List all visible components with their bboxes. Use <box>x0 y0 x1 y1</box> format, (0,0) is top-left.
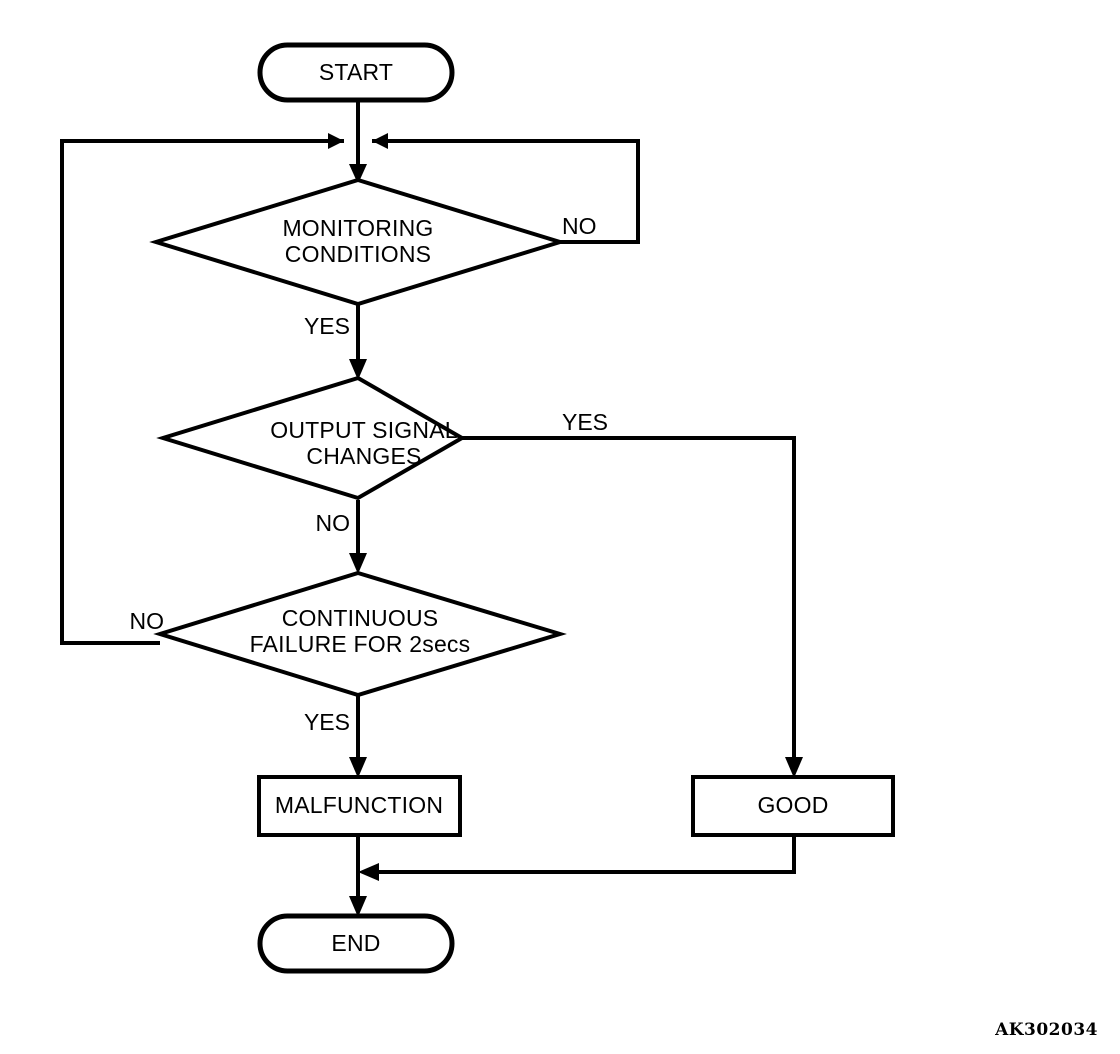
monitoring-label-line1: MONITORING <box>282 215 433 241</box>
edge-monitoring-no-loop <box>372 133 640 244</box>
output-signal-diamond <box>156 375 467 501</box>
node-monitoring-conditions[interactable]: MONITORING CONDITIONS <box>149 177 567 307</box>
edge-label-monitoring-yes: YES <box>304 313 350 339</box>
edge-label-monitoring-no: NO <box>562 213 597 239</box>
arrowhead-left <box>358 863 379 881</box>
output-signal-label-line1: OUTPUT SIGNAL <box>270 417 458 443</box>
node-start[interactable]: START <box>257 42 455 103</box>
edge-line <box>462 436 796 764</box>
arrowhead-right <box>328 133 344 149</box>
edge-line <box>60 139 344 645</box>
start-label: START <box>319 59 393 85</box>
output-signal-label-line2: CHANGES <box>306 443 421 469</box>
end-label: END <box>331 930 380 956</box>
node-end[interactable]: END <box>257 913 455 974</box>
node-malfunction[interactable]: MALFUNCTION <box>257 775 462 837</box>
edge-monitoring-yes <box>349 302 367 380</box>
edge-failure-no-loop <box>60 133 344 645</box>
continuous-failure-diamond <box>153 570 567 698</box>
continuous-failure-label-line2: FAILURE FOR 2secs <box>250 631 471 657</box>
edge-good-to-end <box>358 835 796 881</box>
edge-merge-to-monitoring <box>349 141 367 184</box>
node-output-signal-changes[interactable]: OUTPUT SIGNAL CHANGES <box>156 375 467 501</box>
node-good[interactable]: GOOD <box>691 775 895 837</box>
arrowhead-left <box>372 133 388 149</box>
edge-output-yes <box>462 436 803 778</box>
continuous-failure-label-line1: CONTINUOUS <box>282 605 439 631</box>
edge-label-failure-yes: YES <box>304 709 350 735</box>
arrowhead-down <box>349 164 367 184</box>
edge-failure-yes <box>349 695 367 778</box>
malfunction-box <box>257 775 462 837</box>
edge-line <box>372 139 640 244</box>
edge-label-output-yes: YES <box>562 409 608 435</box>
monitoring-diamond <box>149 177 567 307</box>
good-box <box>691 775 895 837</box>
arrowhead-down <box>349 896 367 917</box>
malfunction-label: MALFUNCTION <box>275 792 443 818</box>
edge-label-failure-no: NO <box>130 608 165 634</box>
arrowhead-down <box>349 359 367 380</box>
arrowhead-down <box>349 757 367 778</box>
watermark-code: AK302034 <box>995 1020 1098 1040</box>
edge-label-output-no: NO <box>316 510 351 536</box>
node-continuous-failure[interactable]: CONTINUOUS FAILURE FOR 2secs <box>153 570 567 698</box>
good-label: GOOD <box>757 792 828 818</box>
arrowhead-down <box>785 757 803 778</box>
end-capsule <box>257 913 455 974</box>
edge-output-no <box>349 500 367 574</box>
start-capsule <box>257 42 455 103</box>
edge-line <box>372 835 796 874</box>
monitoring-label-line2: CONDITIONS <box>285 241 431 267</box>
edge-malfunction-to-end <box>349 835 367 917</box>
arrowhead-down <box>349 553 367 574</box>
